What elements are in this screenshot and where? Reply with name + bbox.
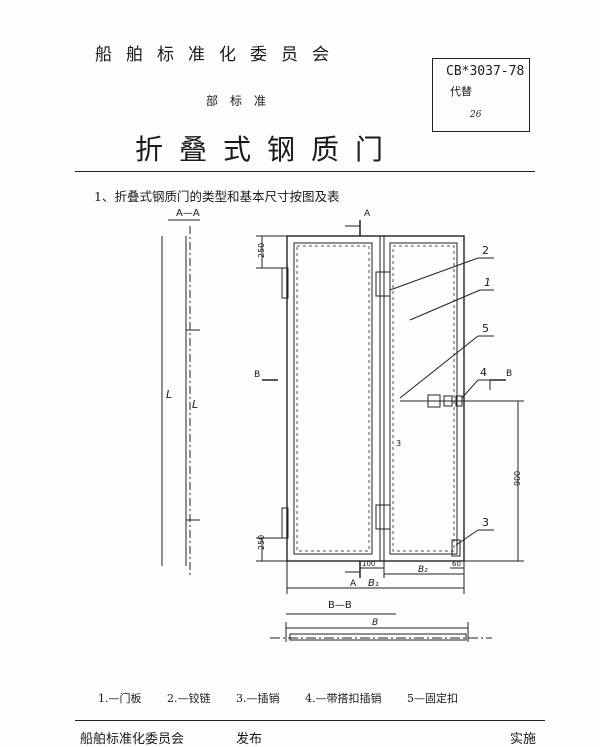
section-marker-a-bottom: A [350, 579, 357, 589]
section-bb-profile [289, 633, 467, 641]
right-panel-inner [389, 242, 458, 555]
legend-item-fixed-catch: 5—固定扣 [407, 692, 458, 705]
left-hinge-top [281, 267, 289, 299]
dim-label-60: 60 [452, 560, 461, 568]
dim-label-3: 3 [396, 439, 401, 448]
document-title: 折叠式钢质门 [135, 133, 400, 166]
part-label-5: 5 [482, 322, 489, 335]
legend-item-hasp-bolt: 4.—带搭扣插销 [305, 692, 382, 705]
footer-issuer: 船舶标准化委员会 [80, 732, 185, 747]
dim-label-L: L [166, 388, 172, 401]
leader-5 [399, 335, 479, 399]
hinge-bottom [375, 504, 391, 530]
legend-item-door-panel: 1.—门板 [98, 692, 142, 705]
intro-clause: 1、折叠式钢质门的类型和基本尺寸按图及表 [94, 189, 340, 204]
left-hinge-bottom [281, 507, 289, 539]
dim-label-900: 900 [513, 471, 522, 486]
replaces-label: 代替 [450, 85, 472, 98]
standard-level: 部标准 [206, 94, 279, 108]
section-marker-b-right: B [506, 369, 512, 379]
dim-label-100: 100 [362, 560, 375, 568]
classification-number: 26 [470, 110, 482, 120]
left-panel-inner [293, 242, 373, 555]
parts-legend: 1.—门板 2.—铰链 3.—插销 4.—带搭扣插销 5—固定扣 [98, 690, 480, 706]
door-outer-frame [286, 235, 465, 562]
legend-item-hinge: 2.—铰链 [167, 692, 211, 705]
dim-label-250-top: 250 [257, 243, 266, 258]
dim-label-B1: B₁ [368, 578, 379, 589]
section-aa-label: A—A [176, 208, 200, 219]
part-label-1: 1 [484, 276, 491, 289]
bottom-bolt [451, 539, 461, 557]
leader-1 [409, 289, 481, 321]
leader-3 [455, 529, 479, 546]
dim-label-B2: B₂ [418, 565, 428, 575]
header-divider [75, 171, 535, 172]
footer-action: 发布 [236, 732, 263, 747]
hinge-top [375, 271, 391, 297]
organization-name: 船舶标准化委员会 [95, 45, 343, 65]
leader-4 [461, 379, 479, 399]
footer-implement: 实施 [510, 732, 537, 747]
leader-2 [389, 257, 479, 291]
section-marker-b-left: B [254, 370, 260, 380]
part-label-3: 3 [482, 516, 489, 529]
legend-item-bolt: 3.—插销 [236, 692, 280, 705]
standard-number-box [432, 58, 530, 132]
footer-divider [75, 720, 545, 721]
section-marker-a-top: A [364, 209, 371, 219]
dim-label-250-bottom: 250 [257, 535, 266, 550]
section-bb-label: B—B [328, 600, 352, 611]
section-bb-dim-B: B [372, 618, 378, 628]
standard-code: CB*3037-78 [446, 64, 525, 79]
part-label-2: 2 [482, 244, 489, 257]
part-label-4: 4 [480, 366, 487, 379]
dim-label-L-inner: L [192, 398, 198, 411]
